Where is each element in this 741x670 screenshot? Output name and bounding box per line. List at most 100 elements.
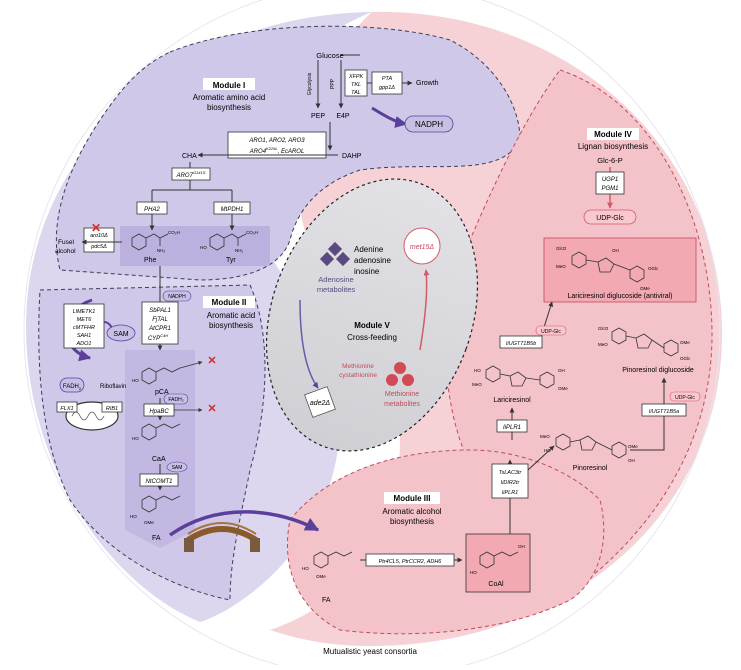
glycolysis-label: Glycolysis (307, 72, 313, 95)
coal-ho: HO (470, 570, 477, 575)
module2-title: Module II (212, 298, 247, 307)
module2-column-tip (125, 530, 195, 548)
iiplr1-label: IiPLR1 (503, 425, 521, 431)
fa-ho: HO (130, 514, 137, 519)
knockouts-box (83, 227, 115, 253)
red-x-hpabc: ✕ (207, 403, 216, 415)
lariciresinol-label: Lariciresinol (493, 397, 531, 404)
nadph-label: NADPH (415, 120, 443, 129)
pino-dig-oglc: OGlc (680, 356, 691, 361)
adenine-1: Adenine (354, 245, 384, 254)
pino-dig-glco: GlcO (598, 326, 609, 331)
phe-label: Phe (144, 257, 157, 264)
pca-structure (141, 367, 181, 385)
coal-structure (479, 551, 519, 569)
module4-title: Module IV (594, 130, 632, 139)
sam-enzymes-box (63, 303, 105, 349)
lariciresinol-ho: HO (474, 368, 481, 373)
pha2-box (136, 201, 168, 215)
consortia-outline (23, 0, 721, 670)
fusel-2: alcohol (55, 248, 76, 255)
module2-subtitle-1: Aromatic acid (207, 311, 255, 320)
sam-enzyme-5: ADO1 (76, 341, 92, 347)
module3-region (286, 449, 605, 635)
methionine-2: cystathionine (339, 372, 377, 379)
glucose-label: Glucose (316, 51, 344, 60)
sam-enzyme-3: cMTFHR (73, 325, 95, 331)
pentose-enzyme-1: XFPK (348, 74, 364, 80)
aro-line1: ARO1, ARO2, ARO3 (248, 138, 305, 144)
lar-meo-1: MeO (556, 264, 566, 269)
module5-title: Module V (354, 321, 390, 330)
iiugt71b5b-label: IiUGT71B5b (506, 341, 536, 347)
mtpdh1-label: MtPDH1 (221, 207, 244, 213)
rib1-label: RIB1 (106, 406, 118, 412)
sam-enzyme-1: LlMETK1 (73, 309, 96, 315)
adenine-diamonds (319, 241, 351, 267)
ntcomt1-label: NtCOMT1 (146, 479, 173, 485)
knockout-2: pdc5Δ (90, 244, 107, 250)
module3-subtitle-1: Aromatic alcohol (382, 507, 441, 516)
rib1-box (101, 401, 123, 413)
bridge (184, 522, 260, 552)
module5: Adenine adenosine inosine Adenosine meta… (299, 227, 441, 418)
lac-enzyme-1: TsLAC3tr (499, 470, 523, 476)
pca-label: pCA (155, 389, 169, 396)
lar-diglucoside-structure (571, 251, 645, 283)
module3-subtitle-2: biosynthesis (390, 517, 434, 526)
fadh-pill (59, 377, 85, 393)
module3-title-box (384, 492, 440, 504)
iiplr1-box (496, 419, 528, 433)
adenine-3: inosine (354, 267, 380, 276)
lar-oh-1: OH (612, 248, 619, 253)
enzyme-atcpr1: AtCPR1 (148, 326, 171, 332)
fa-structure (141, 495, 181, 513)
pino-diglucoside-structure (611, 327, 679, 357)
enzyme-cyp: CYPC4H (148, 333, 168, 342)
iiugt71b5a-box (641, 403, 687, 417)
phe-tyr-band (120, 226, 270, 266)
module2-subtitle-2: biosynthesis (209, 321, 253, 330)
methionine-label-1: Methionine (385, 391, 419, 398)
methionine-label-2: metabolites (384, 401, 420, 408)
pinoresinol-structure (555, 433, 627, 459)
bridge-arch (186, 526, 258, 543)
cha-label: CHA (182, 153, 197, 160)
pentose-enzyme-3: TAL (351, 90, 361, 96)
lac-enzyme-3: IiPLR1 (502, 490, 519, 496)
module1-subtitle-1: Aromatic amino acid (193, 93, 265, 102)
hpabc-label: HpaBC (149, 409, 169, 415)
phe-structure (131, 233, 169, 251)
nadph-label-2: NADPH (168, 294, 186, 300)
module1-title-box (203, 78, 255, 90)
fusel-1: Fusel (58, 239, 74, 246)
lac-enzymes-box (491, 463, 529, 499)
sam-enzyme-4: SAH1 (77, 333, 91, 339)
lariciresinol-meo: MeO (472, 382, 482, 387)
pinoresinol-ho: HO (544, 448, 551, 453)
fa3-ho: HO (302, 566, 309, 571)
tyr-ho: HO (200, 245, 207, 250)
pep-label: PEP (311, 113, 325, 120)
tyr-structure (209, 233, 247, 251)
pinoresinol-oh: OH (628, 458, 635, 463)
aro7-label: ARO7G141S (176, 170, 206, 179)
pino-dig-ome: OMe (680, 340, 690, 345)
module4-subtitle: Lignan biosynthesis (578, 142, 648, 151)
udpglc-label: UDP-Glc (596, 215, 624, 222)
sam-enzyme-2: MET6 (77, 317, 93, 323)
mtpdh1-box (213, 201, 251, 215)
module3: Module III Aromatic alcohol biosynthesis… (302, 459, 531, 604)
red-x-knockout: ✕ (91, 221, 101, 235)
fa-ome: OMe (144, 520, 154, 525)
growth-enzyme-2: gpp1Δ (379, 85, 395, 91)
module5-subtitle: Cross-feeding (347, 333, 397, 342)
nadph-pill (404, 115, 454, 133)
pino-dig-meo: MeO (598, 342, 608, 347)
module3-enzymes-box (365, 553, 455, 567)
bridge-base-right (250, 538, 260, 552)
module2-enzymes-box (141, 301, 179, 345)
coal-box (465, 533, 531, 593)
module2: NADPH Module II Aromatic acid biosynthes… (56, 266, 255, 542)
udpglc-small-pill-2 (669, 391, 701, 402)
